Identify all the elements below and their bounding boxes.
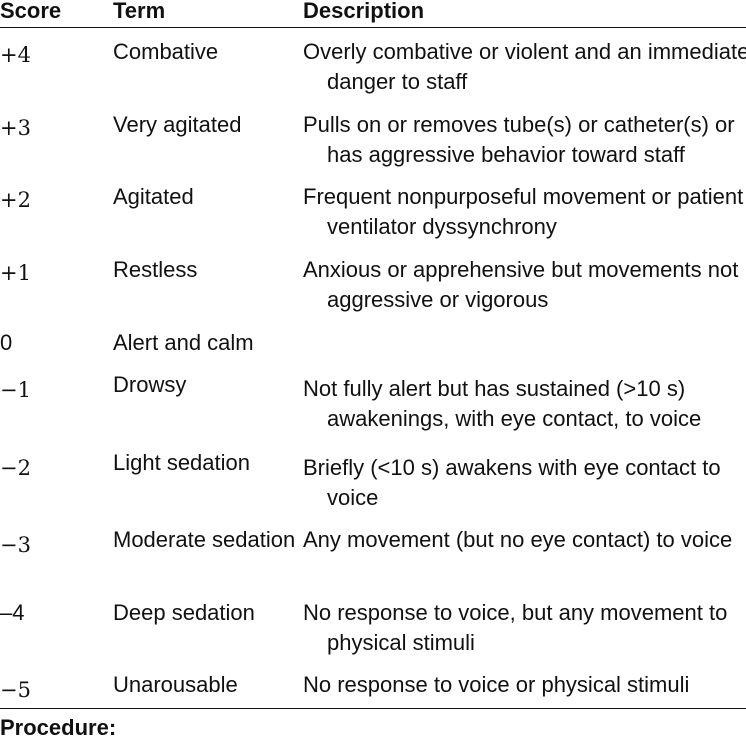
row-term: Very agitated (113, 112, 242, 137)
row-description: Not fully alert but has sustained (>10 s… (303, 376, 702, 431)
scale-table: Score Term Description +4 Combative Over… (0, 0, 746, 702)
row-term: Agitated (113, 184, 194, 209)
row-score: 0 (0, 330, 13, 355)
row-description: Overly combative or violent and an immed… (303, 39, 746, 94)
row-description: No response to voice, but any movement t… (303, 600, 728, 655)
row-score: +3 (0, 116, 31, 140)
row-score: −3 (0, 533, 31, 557)
row-score: −5 (0, 678, 31, 702)
table-header: Score Term Description (0, 0, 746, 28)
row-description: Any movement (but no eye contact) to voi… (303, 527, 733, 552)
row-description: No response to voice or physical stimuli (303, 672, 690, 697)
row-term: Moderate sedation (113, 527, 296, 552)
header-description: Description (303, 0, 425, 23)
row-term: Combative (113, 39, 219, 64)
header-term: Term (113, 0, 166, 23)
row-score: −2 (0, 456, 31, 480)
row-description: Briefly (<10 s) awakens with eye contact… (303, 455, 721, 510)
row-term: Alert and calm (113, 330, 254, 355)
row-score: +2 (0, 188, 31, 212)
row-score: −1 (0, 378, 31, 402)
row-term: Restless (113, 257, 198, 282)
row-score: –4 (0, 600, 25, 625)
row-term: Unarousable (113, 672, 238, 697)
row-term: Light sedation (113, 450, 250, 475)
row-description: Anxious or apprehensive but movements no… (303, 257, 739, 312)
row-score: +4 (0, 43, 31, 67)
header-score: Score (0, 0, 62, 23)
procedure-label: Procedure: (0, 715, 117, 740)
row-description: Frequent nonpurposeful movement or patie… (303, 184, 744, 239)
row-description: Pulls on or removes tube(s) or catheter(… (303, 112, 735, 167)
row-score: +1 (0, 261, 31, 285)
table-bottom-rule (0, 708, 746, 709)
row-term: Drowsy (113, 372, 187, 397)
row-term: Deep sedation (113, 600, 255, 625)
